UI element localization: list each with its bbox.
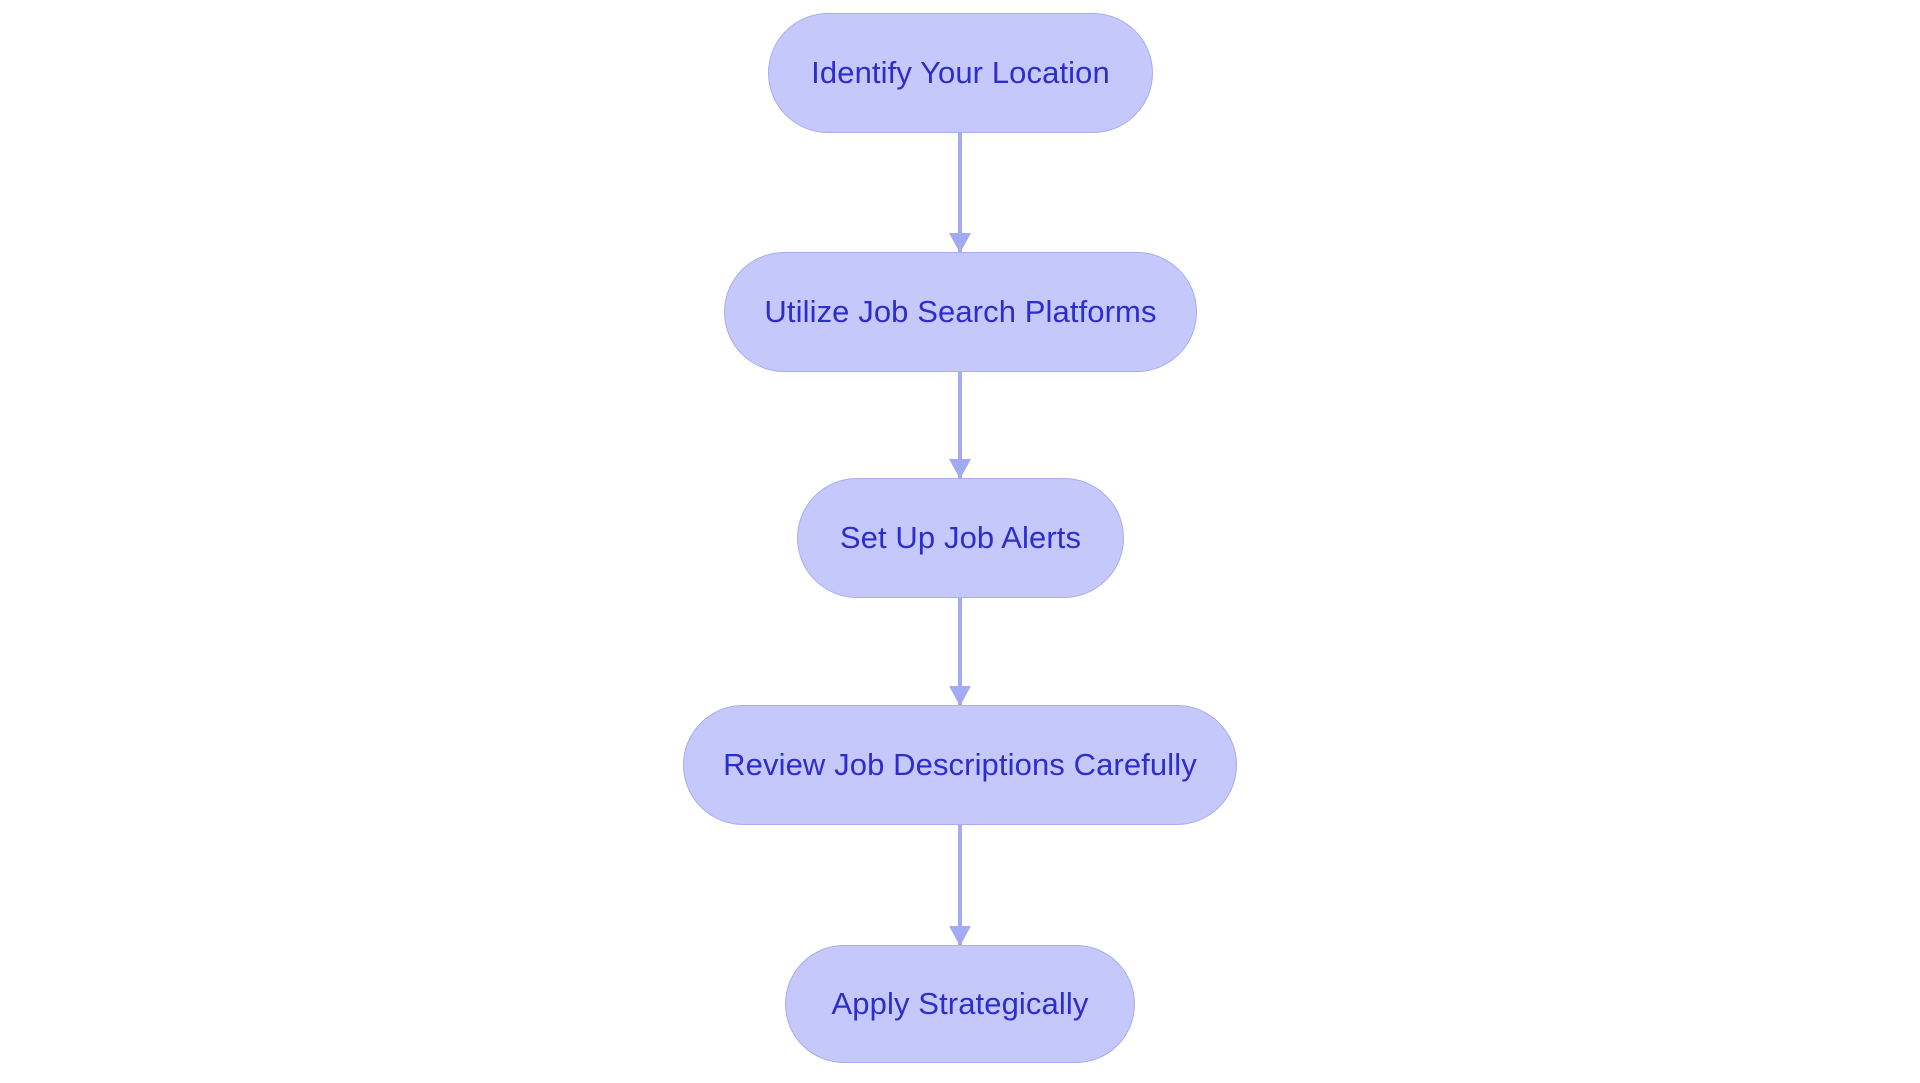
flow-node-identify-your-location[interactable]: Identify Your Location <box>768 13 1153 133</box>
arrow-down-icon <box>949 926 971 946</box>
flow-node-label: Identify Your Location <box>811 54 1110 90</box>
flow-connector-2 <box>949 372 971 479</box>
flow-node-label: Set Up Job Alerts <box>839 519 1082 555</box>
arrow-down-icon <box>949 459 971 479</box>
flow-node-review-job-descriptions-carefully[interactable]: Review Job Descriptions Carefully <box>683 705 1237 825</box>
flow-connector-4 <box>949 825 971 946</box>
flow-node-label: Review Job Descriptions Carefully <box>723 746 1197 782</box>
arrow-down-icon <box>949 686 971 706</box>
flow-connector-1 <box>949 133 971 253</box>
flow-node-label: Apply Strategically <box>831 985 1089 1021</box>
flow-node-label: Utilize Job Search Platforms <box>764 293 1157 329</box>
flow-connector-3 <box>949 598 971 706</box>
arrow-down-icon <box>949 233 971 253</box>
flow-node-apply-strategically[interactable]: Apply Strategically <box>785 945 1135 1063</box>
flow-node-utilize-job-search-platforms[interactable]: Utilize Job Search Platforms <box>724 252 1197 372</box>
flow-node-set-up-job-alerts[interactable]: Set Up Job Alerts <box>797 478 1124 598</box>
